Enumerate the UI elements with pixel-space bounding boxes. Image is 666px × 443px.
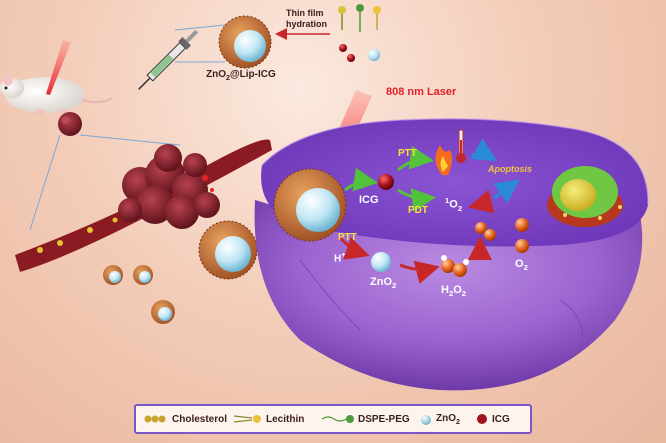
- legend-item-cholesterol: Cholesterol: [144, 413, 227, 425]
- h2o2-label: H2O2: [441, 284, 467, 299]
- dspe-peg-icon: [321, 415, 354, 423]
- arrow-to-apoptosis-1: [470, 138, 498, 162]
- arrow-o2-to-singlet: [468, 189, 495, 214]
- liposome-top: [218, 15, 272, 69]
- icg-molecule: [378, 174, 394, 190]
- apoptosis-label: Apoptosis: [488, 164, 532, 174]
- lipid-components: [338, 4, 381, 62]
- arrow-pdt: [397, 188, 436, 213]
- cell-nucleus: [547, 166, 623, 227]
- thin-film-label: Thin film hydration: [286, 8, 328, 29]
- zno2-sphere-icon: [421, 414, 431, 425]
- product-label: ZnO2@Lip-ICG: [206, 69, 276, 82]
- cholesterol-icon: [144, 415, 166, 423]
- legend-item-lecithin: Lecithin: [232, 413, 304, 425]
- o2-single-1: [515, 218, 529, 232]
- arrow-liposome-to-zno2: [338, 236, 370, 260]
- liposome-floating-2: [103, 265, 123, 285]
- singlet-oxygen-label: 1O2: [445, 196, 463, 213]
- lecithin-icon: [233, 415, 261, 423]
- arrow-liposome-to-icg: [344, 167, 378, 192]
- h-plus-label: H+: [334, 252, 346, 265]
- legend-item-zno2: ZnO2: [420, 413, 460, 426]
- liposome-floating-4: [151, 300, 175, 324]
- thermometer-icon: [456, 129, 466, 163]
- o2-label: O2: [515, 258, 528, 273]
- legend-item-dspe-peg: DSPE-PEG: [320, 413, 410, 425]
- tumor-sphere-small: [58, 112, 82, 136]
- mouse-laser-beam: [46, 40, 71, 95]
- tumor-cluster: [118, 144, 220, 229]
- liposome-floating-3: [133, 265, 153, 285]
- syringe-icon: [138, 29, 199, 90]
- icg-sphere-icon: [477, 414, 487, 424]
- zno2-label: ZnO2: [370, 276, 397, 291]
- pdt-label: PDT: [408, 205, 428, 216]
- liposome-floating-1: [198, 220, 258, 280]
- ptt-top-label: PTT: [398, 148, 417, 159]
- arrow-zno2-to-h2o2: [399, 260, 440, 285]
- arrow-ptt-top: [397, 145, 434, 172]
- arrow-h2o2-to-o2: [467, 236, 492, 261]
- h2o2-molecule: [441, 255, 469, 277]
- o2-single-2: [515, 239, 529, 253]
- liposome-entering-cell: [273, 168, 347, 242]
- legend: Cholesterol Lecithin DSPE-PEG ZnO2: [134, 404, 532, 434]
- icg-label: ICG: [359, 194, 379, 206]
- zno2-molecule: [371, 252, 391, 272]
- legend-item-icg: ICG: [476, 413, 510, 425]
- ptt-mid-label: PTT: [338, 232, 357, 243]
- laser-label: 808 nm Laser: [386, 86, 457, 98]
- arrow-to-apoptosis-2: [493, 179, 520, 204]
- mouse-illustration: [0, 74, 113, 115]
